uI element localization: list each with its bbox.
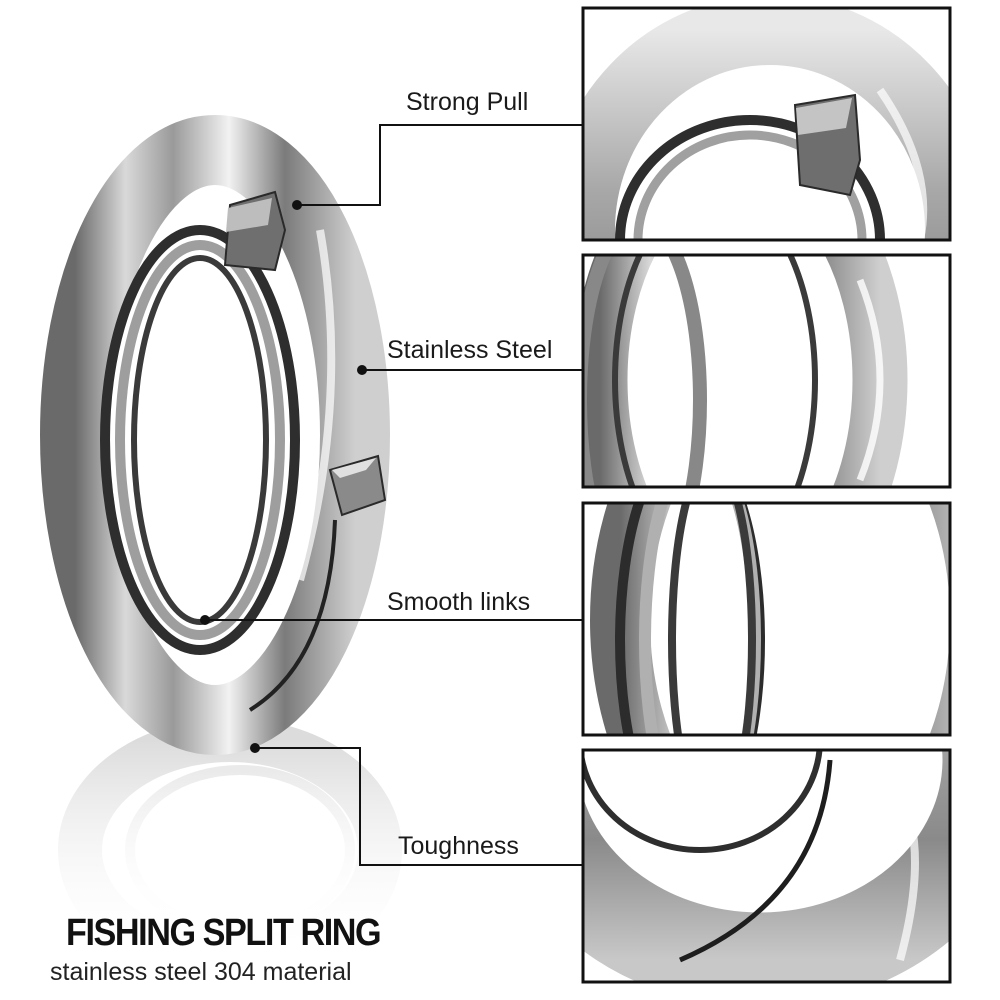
product-subtitle: stainless steel 304 material	[50, 958, 352, 986]
callout-label-strong-pull: Strong Pull	[406, 88, 529, 116]
callout-label-toughness: Toughness	[398, 832, 519, 860]
detail-panel-strong-pull	[581, 6, 952, 242]
callout-leaders	[205, 124, 582, 866]
detail-panel-smooth-links	[581, 501, 952, 737]
detail-panel-stainless-steel	[581, 253, 952, 489]
product-title: FISHING SPLIT RING	[66, 912, 382, 954]
detail-panel-toughness	[581, 748, 952, 984]
split-ring	[40, 115, 390, 755]
callout-label-smooth-links: Smooth links	[387, 588, 531, 616]
callout-label-stainless-steel: Stainless Steel	[387, 336, 553, 364]
callout-dots	[200, 200, 367, 753]
